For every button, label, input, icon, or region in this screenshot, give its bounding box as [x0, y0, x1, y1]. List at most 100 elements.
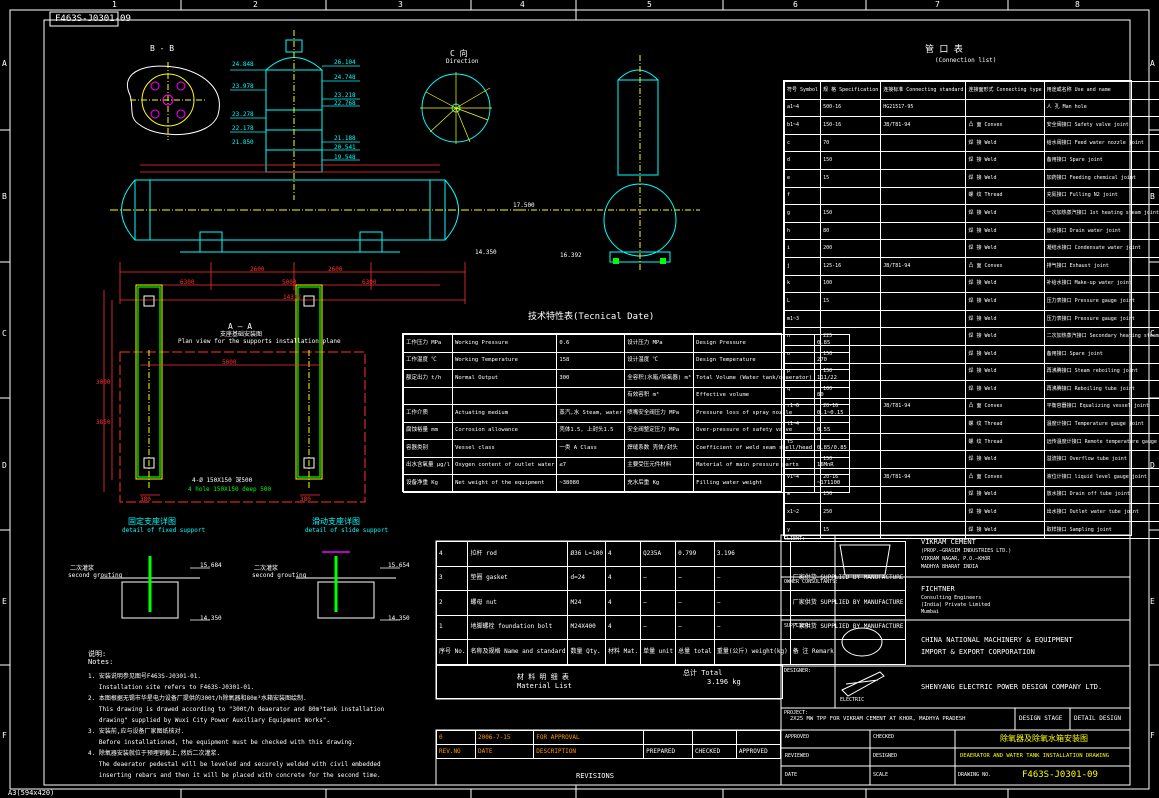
table-cell: r1~6	[783, 397, 822, 417]
table-cell: p	[783, 362, 822, 382]
table-cell: Oxygen content of outlet water	[452, 456, 558, 475]
grid-col-1: 1	[112, 0, 117, 9]
table-cell: 工作压力 MPa	[402, 334, 454, 353]
grid-row-e: E	[2, 597, 7, 606]
table-cell: 备 注 Remark	[789, 639, 907, 665]
table-cell: 0.799	[675, 541, 715, 567]
approved-label: APPROVED	[785, 734, 810, 740]
table-cell: 0	[436, 730, 476, 745]
table-cell: 100	[820, 274, 882, 294]
table-cell: 垫圈 gasket	[467, 565, 569, 591]
table-cell: M24X400	[567, 614, 606, 640]
table-cell: REV.NO	[436, 744, 476, 759]
designer-label: DESIGNER:	[784, 668, 812, 674]
grid-row-d: D	[2, 461, 7, 470]
notes-block: 说明: Notes: 1. 安装说明参见图号F463S-J0301-01. In…	[88, 650, 428, 781]
table-cell: 总量 total	[675, 639, 715, 665]
material-footer-cn: 材 料 明 细 表	[517, 673, 569, 681]
table-cell: 500-16	[820, 98, 882, 118]
table-cell	[880, 344, 967, 364]
checked-label: CHECKED	[873, 734, 895, 740]
table-cell: c	[783, 133, 822, 153]
note-line: drawing" supplied by Wuxi City Power Aux…	[88, 717, 331, 724]
table-cell: 数量 Qty.	[567, 639, 606, 665]
consultant-name: FICHTNER	[921, 585, 955, 593]
table-cell: —	[713, 565, 791, 591]
table-cell: 有效容积 m³	[624, 386, 695, 405]
table-cell: f	[783, 186, 822, 206]
table-cell: 出水含氧量 μg/l	[402, 456, 454, 475]
table-cell: v1~4	[783, 468, 822, 487]
dim-d1: 6300	[180, 279, 195, 286]
table-cell: 20-16	[820, 468, 882, 487]
table-cell: JB/T81-94	[880, 397, 967, 417]
grid-col-8: 8	[1075, 0, 1080, 9]
table-cell: 3.196	[713, 541, 791, 567]
table-cell: 焊 接 Weld	[965, 309, 1045, 329]
table-cell: g	[783, 204, 822, 223]
table-cell: t5	[783, 432, 822, 452]
table-cell: 一次加热蒸汽接口 1st heating steam joint	[1043, 204, 1159, 223]
table-cell: Vessel class	[452, 439, 558, 458]
table-cell: —	[713, 590, 791, 616]
elev-right-0: 26.104	[334, 59, 356, 66]
view-c-en: Direction	[446, 58, 479, 65]
elev-s3: 15.684	[200, 562, 222, 569]
table-cell: ≤7	[556, 456, 626, 475]
table-cell: 平衡容器接口 Equalizing vessel joint	[1043, 397, 1159, 417]
view-bb-label: B - B	[150, 44, 175, 53]
sheet-size: A3(594x420)	[8, 789, 55, 797]
date-label: DATE	[785, 772, 798, 778]
table-cell: Normal Output	[452, 369, 558, 388]
consultant-city: Mumbai	[921, 609, 940, 615]
table-cell: o	[783, 344, 822, 364]
table-cell: 150	[820, 204, 882, 223]
consultant-sub2: (India) Private Limited	[921, 602, 991, 608]
table-cell: 厂家供货 SUPPLIED BY MANUFACTURE	[789, 590, 907, 616]
table-cell: 20-16	[820, 397, 882, 417]
table-cell: 单量 unit	[640, 639, 677, 665]
table-cell	[556, 386, 626, 405]
grid-row-a-right: A	[1150, 59, 1155, 68]
grid-row-f: F	[2, 731, 7, 740]
table-cell: a1~4	[783, 98, 822, 118]
table-cell: 再沸腾接口 Reboiling tube joint	[1043, 380, 1159, 399]
table-cell: ~38080	[556, 474, 626, 493]
table-cell: 充氮接口 Fulling N2 joint	[1043, 186, 1159, 206]
table-cell: 名称及规格 Name and standard	[467, 639, 569, 665]
table-cell: 压力表接口 Pressure gauge joint	[1043, 309, 1159, 329]
table-cell: 远传温度计接口 Remote temperature gauge joint	[1043, 432, 1159, 452]
logo-electric: ELECTRIC	[840, 697, 865, 703]
table-cell	[880, 503, 967, 522]
drawing-no-label: DRAWING NO.	[958, 772, 992, 778]
table-cell	[452, 386, 558, 405]
table-cell: —	[640, 590, 677, 616]
table-cell	[820, 432, 882, 452]
table-cell: 喷嘴安全阀压力 MPa	[624, 404, 695, 423]
note-line: This drawing is drawed according to "300…	[88, 706, 385, 713]
table-cell: 0.6	[556, 334, 626, 353]
connection-table-subtitle: (Connection list)	[935, 57, 997, 64]
view-aa-cn: 支座基础安装图	[220, 331, 263, 338]
supplier-label: SUPPLIER:	[784, 623, 812, 629]
table-cell: 凝结水接口 Condensate water joint	[1043, 239, 1159, 258]
table-cell: 焊 接 Weld	[965, 292, 1045, 311]
table-cell: 放水接口 Drain off tube joint	[1043, 485, 1159, 505]
table-cell	[880, 292, 967, 311]
table-cell: 凸 面 Convex	[965, 397, 1045, 417]
dim-d3: 2600	[250, 266, 265, 273]
table-cell	[880, 151, 967, 170]
table-cell: 200	[820, 239, 882, 258]
table-cell	[880, 362, 967, 382]
drawing-number-corner: F463S-J0301-09	[55, 14, 131, 24]
table-cell	[880, 239, 967, 258]
table-cell: 设计温度 ℃	[624, 351, 695, 370]
